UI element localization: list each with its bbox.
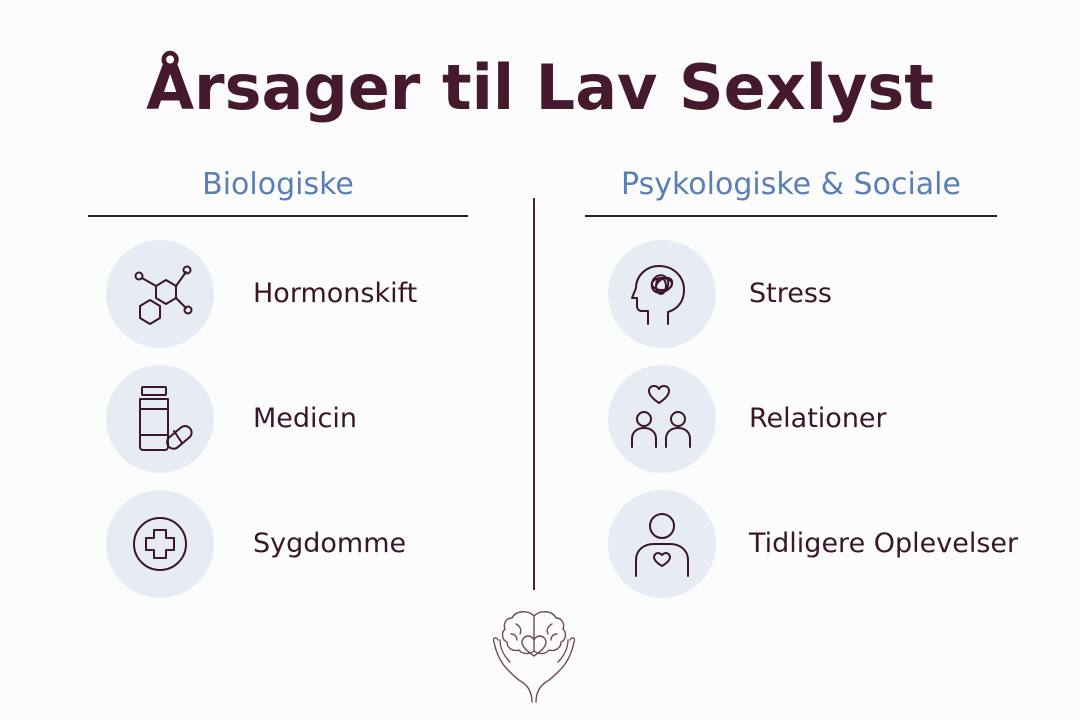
item-label-relationer: Relationer <box>749 403 887 434</box>
medical-cross-icon <box>133 517 187 571</box>
molecule-icon <box>134 265 193 325</box>
medicine-bottle-icon <box>139 386 193 451</box>
column-heading-biologiske: Biologiske <box>202 167 354 202</box>
column-divider <box>533 198 535 590</box>
item-label-tidligere-oplevelser: Tidligere Oplevelser <box>749 528 1019 559</box>
person-heart-icon <box>635 513 689 577</box>
page-title: Årsager til Lav Sexlyst <box>146 51 934 124</box>
icon-circle <box>106 365 214 473</box>
icon-circle <box>608 365 716 473</box>
item-label-stress: Stress <box>749 278 832 309</box>
item-label-sygdomme: Sygdomme <box>253 528 407 559</box>
list-item-medicin: Medicin <box>106 365 486 475</box>
column-rule-left <box>88 215 468 217</box>
icon-circle <box>106 240 214 348</box>
brain-heart-hands-logo <box>492 611 576 703</box>
list-item-sygdomme: Sygdomme <box>106 490 486 600</box>
stressed-head-icon <box>631 265 685 325</box>
list-item-hormonskift: Hormonskift <box>106 240 486 350</box>
list-item-tidligere-oplevelser: Tidligere Oplevelser <box>608 490 1028 600</box>
item-label-medicin: Medicin <box>253 403 358 434</box>
icon-circle <box>608 490 716 598</box>
item-label-hormonskift: Hormonskift <box>253 278 418 309</box>
couple-heart-icon <box>631 385 691 448</box>
column-rule-right <box>585 215 997 217</box>
icon-circle <box>106 490 214 598</box>
list-item-stress: Stress <box>608 240 1028 350</box>
icon-circle <box>608 240 716 348</box>
column-heading-psykologiske: Psykologiske & Sociale <box>621 167 961 202</box>
list-item-relationer: Relationer <box>608 365 1028 475</box>
